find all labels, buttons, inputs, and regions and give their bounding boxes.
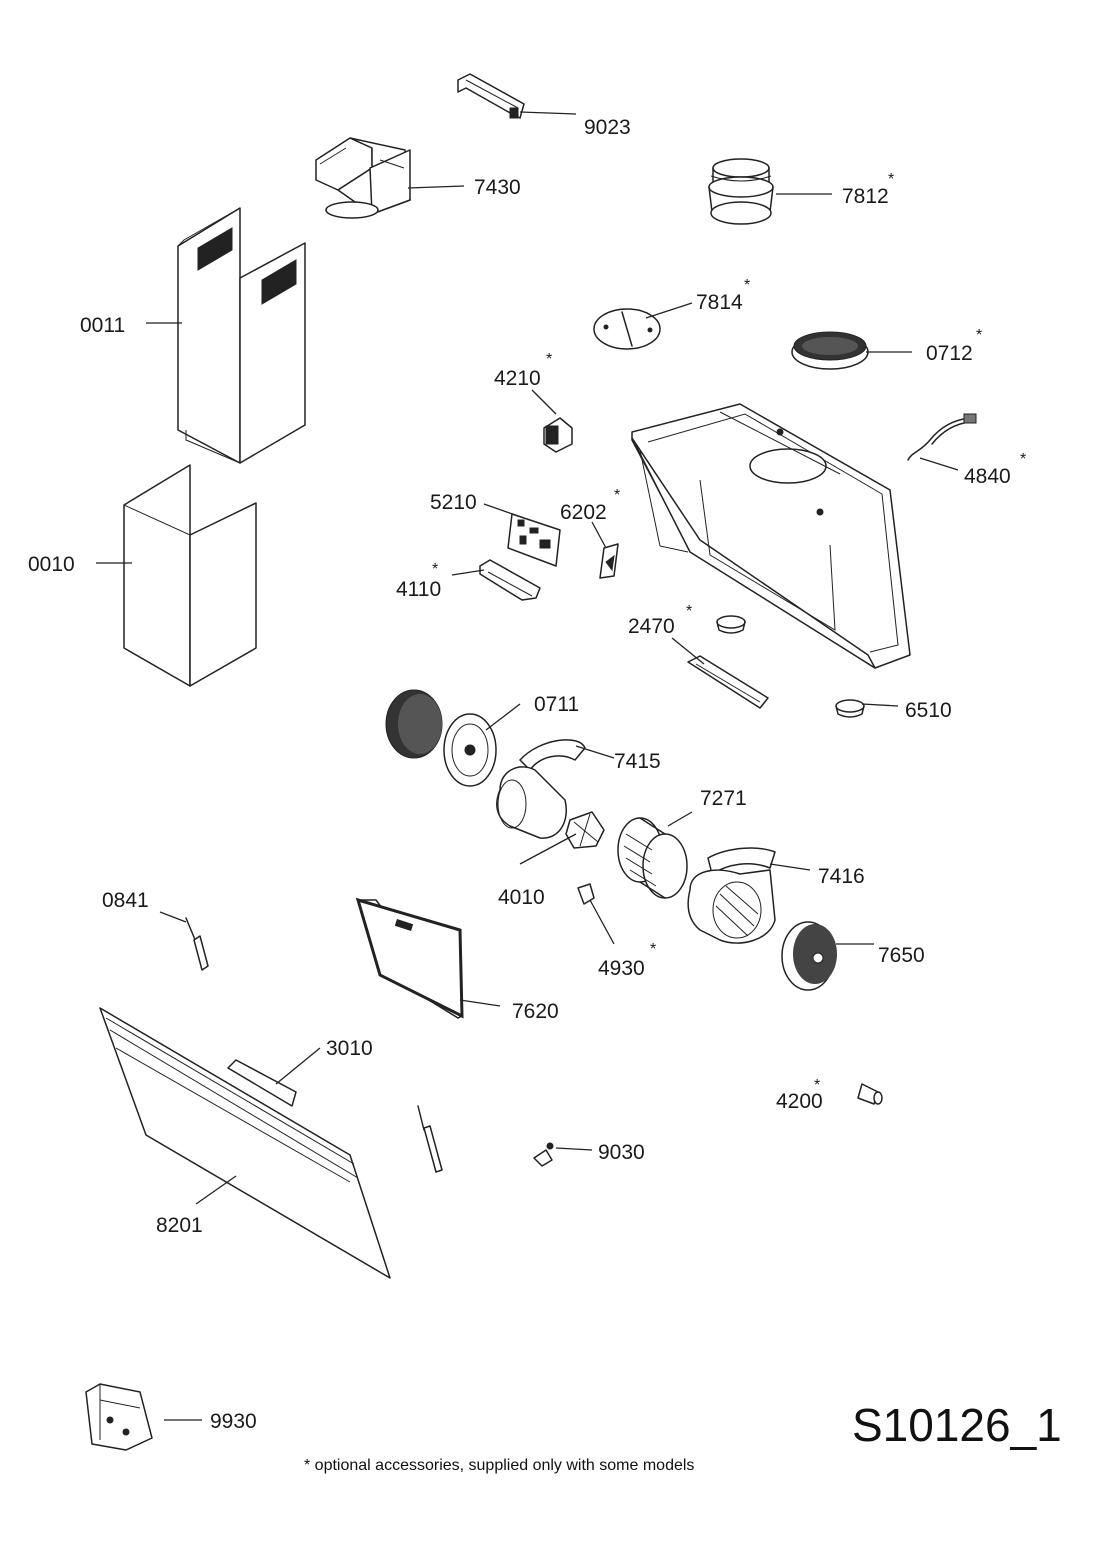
part-6510 xyxy=(835,699,865,718)
label-7416: 7416 xyxy=(818,865,865,888)
optional-marker-4840: * xyxy=(1020,451,1026,468)
part-7415-housing xyxy=(496,739,586,839)
part-7430-duct xyxy=(315,137,411,219)
label-4200: 4200 xyxy=(776,1090,823,1113)
optional-marker-4110: * xyxy=(432,561,438,578)
part-5210-control-board xyxy=(507,513,561,567)
optional-marker-4200: * xyxy=(814,1077,820,1094)
part-9030 xyxy=(533,1142,554,1167)
part-4200 xyxy=(857,1083,883,1105)
label-7814: 7814 xyxy=(696,291,743,314)
part-6202 xyxy=(599,543,619,579)
label-4210: 4210 xyxy=(494,367,541,390)
label-9030: 9030 xyxy=(598,1141,645,1164)
part-7620-grease-filter xyxy=(355,897,464,1019)
leader-lines xyxy=(96,111,959,1421)
part-0010-lower-chimney xyxy=(123,464,257,687)
label-0010: 0010 xyxy=(28,553,75,576)
diagram-code: S10126_1 xyxy=(852,1399,1062,1451)
label-7620: 7620 xyxy=(512,1000,559,1023)
label-7650: 7650 xyxy=(878,944,925,967)
label-0011: 0011 xyxy=(80,314,125,337)
label-0712: 0712 xyxy=(926,342,973,365)
footnote: * optional accessories, supplied only wi… xyxy=(304,1457,695,1474)
label-8201: 8201 xyxy=(156,1214,203,1237)
part-7812-collar xyxy=(708,158,774,225)
part-7416-housing xyxy=(687,847,776,944)
part-4210-switch xyxy=(543,417,573,453)
label-2470: 2470 xyxy=(628,615,675,638)
part-0011-upper-chimney xyxy=(177,207,306,464)
label-4840: 4840 xyxy=(964,465,1011,488)
label-4010: 4010 xyxy=(498,886,545,909)
part-2470 xyxy=(687,615,769,709)
optional-marker-4210: * xyxy=(546,351,552,368)
hood-body xyxy=(631,403,911,669)
label-9023: 9023 xyxy=(584,116,631,139)
label-0711: 0711 xyxy=(534,693,579,716)
part-8201-glass-panel xyxy=(99,1007,391,1279)
optional-marker-7814: * xyxy=(744,277,750,294)
part-9930-bag xyxy=(85,1383,153,1451)
label-7271: 7271 xyxy=(700,787,747,810)
label-7812: 7812 xyxy=(842,185,889,208)
optional-marker-6202: * xyxy=(614,487,620,504)
part-7814-disc xyxy=(593,308,661,350)
part-4110-lamp xyxy=(479,559,541,601)
part-labels: 9023 7430 7812 * 0011 7814 * 0712 * 4210… xyxy=(28,116,1026,1433)
optional-marker-7812: * xyxy=(888,171,894,188)
part-strut-2 xyxy=(417,1105,443,1173)
label-7430: 7430 xyxy=(474,176,521,199)
label-0841: 0841 xyxy=(102,889,149,912)
part-0712-carbon-filter xyxy=(791,331,869,370)
part-9023-bracket xyxy=(457,73,525,119)
label-6202: 6202 xyxy=(560,501,607,524)
label-9930: 9930 xyxy=(210,1410,257,1433)
label-4930: 4930 xyxy=(598,957,645,980)
label-7415: 7415 xyxy=(614,750,661,773)
label-4110: 4110 xyxy=(396,578,441,601)
optional-marker-0712: * xyxy=(976,327,982,344)
part-7271-impeller xyxy=(617,817,688,899)
part-4930 xyxy=(577,883,595,905)
part-0711-filter xyxy=(385,689,497,787)
label-5210: 5210 xyxy=(430,491,477,514)
part-0841-strut xyxy=(185,917,209,971)
part-4840-cable xyxy=(907,413,977,461)
optional-marker-4930: * xyxy=(650,941,656,958)
label-3010: 3010 xyxy=(326,1037,373,1060)
part-4010-motor xyxy=(565,811,605,849)
label-6510: 6510 xyxy=(905,699,952,722)
optional-marker-2470: * xyxy=(686,603,692,620)
part-7650-filter xyxy=(781,921,837,991)
